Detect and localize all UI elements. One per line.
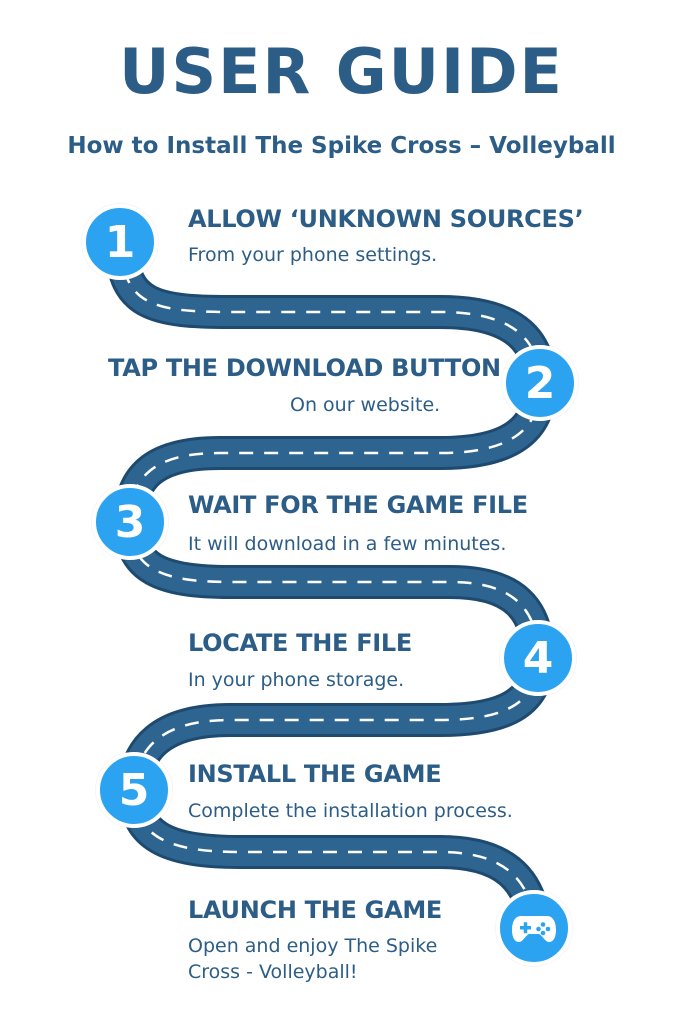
step-2-title: TAP THE DOWNLOAD BUTTON: [108, 354, 501, 382]
page-subtitle: How to Install The Spike Cross – Volleyb…: [67, 133, 616, 159]
step-1-badge: 1: [82, 204, 158, 280]
step-3-title: WAIT FOR THE GAME FILE: [188, 491, 528, 519]
step-4-badge: 4: [500, 620, 576, 696]
step-1-desc: From your phone settings.: [188, 244, 438, 266]
step-3-badge: 3: [92, 484, 168, 560]
step-4-title: LOCATE THE FILE: [188, 629, 413, 657]
step-6-badge: [496, 890, 572, 966]
step-2-desc: On our website.: [290, 394, 441, 416]
step-1-title: ALLOW ‘UNKNOWN SOURCES’: [188, 205, 584, 233]
step-5-badge: 5: [96, 752, 172, 828]
step-6-desc: Open and enjoy The Spike Cross - Volleyb…: [188, 935, 438, 983]
step-5-desc: Complete the installation process.: [188, 800, 513, 822]
step-6-title: LAUNCH THE GAME: [188, 896, 443, 924]
step-4-desc: In your phone storage.: [188, 669, 405, 691]
step-3-desc: It will download in a few minutes.: [188, 533, 507, 555]
step-5-title: INSTALL THE GAME: [188, 760, 442, 788]
gamepad-icon: [512, 916, 556, 942]
page-title: USER GUIDE: [119, 35, 564, 108]
step-2-badge: 2: [502, 345, 578, 421]
